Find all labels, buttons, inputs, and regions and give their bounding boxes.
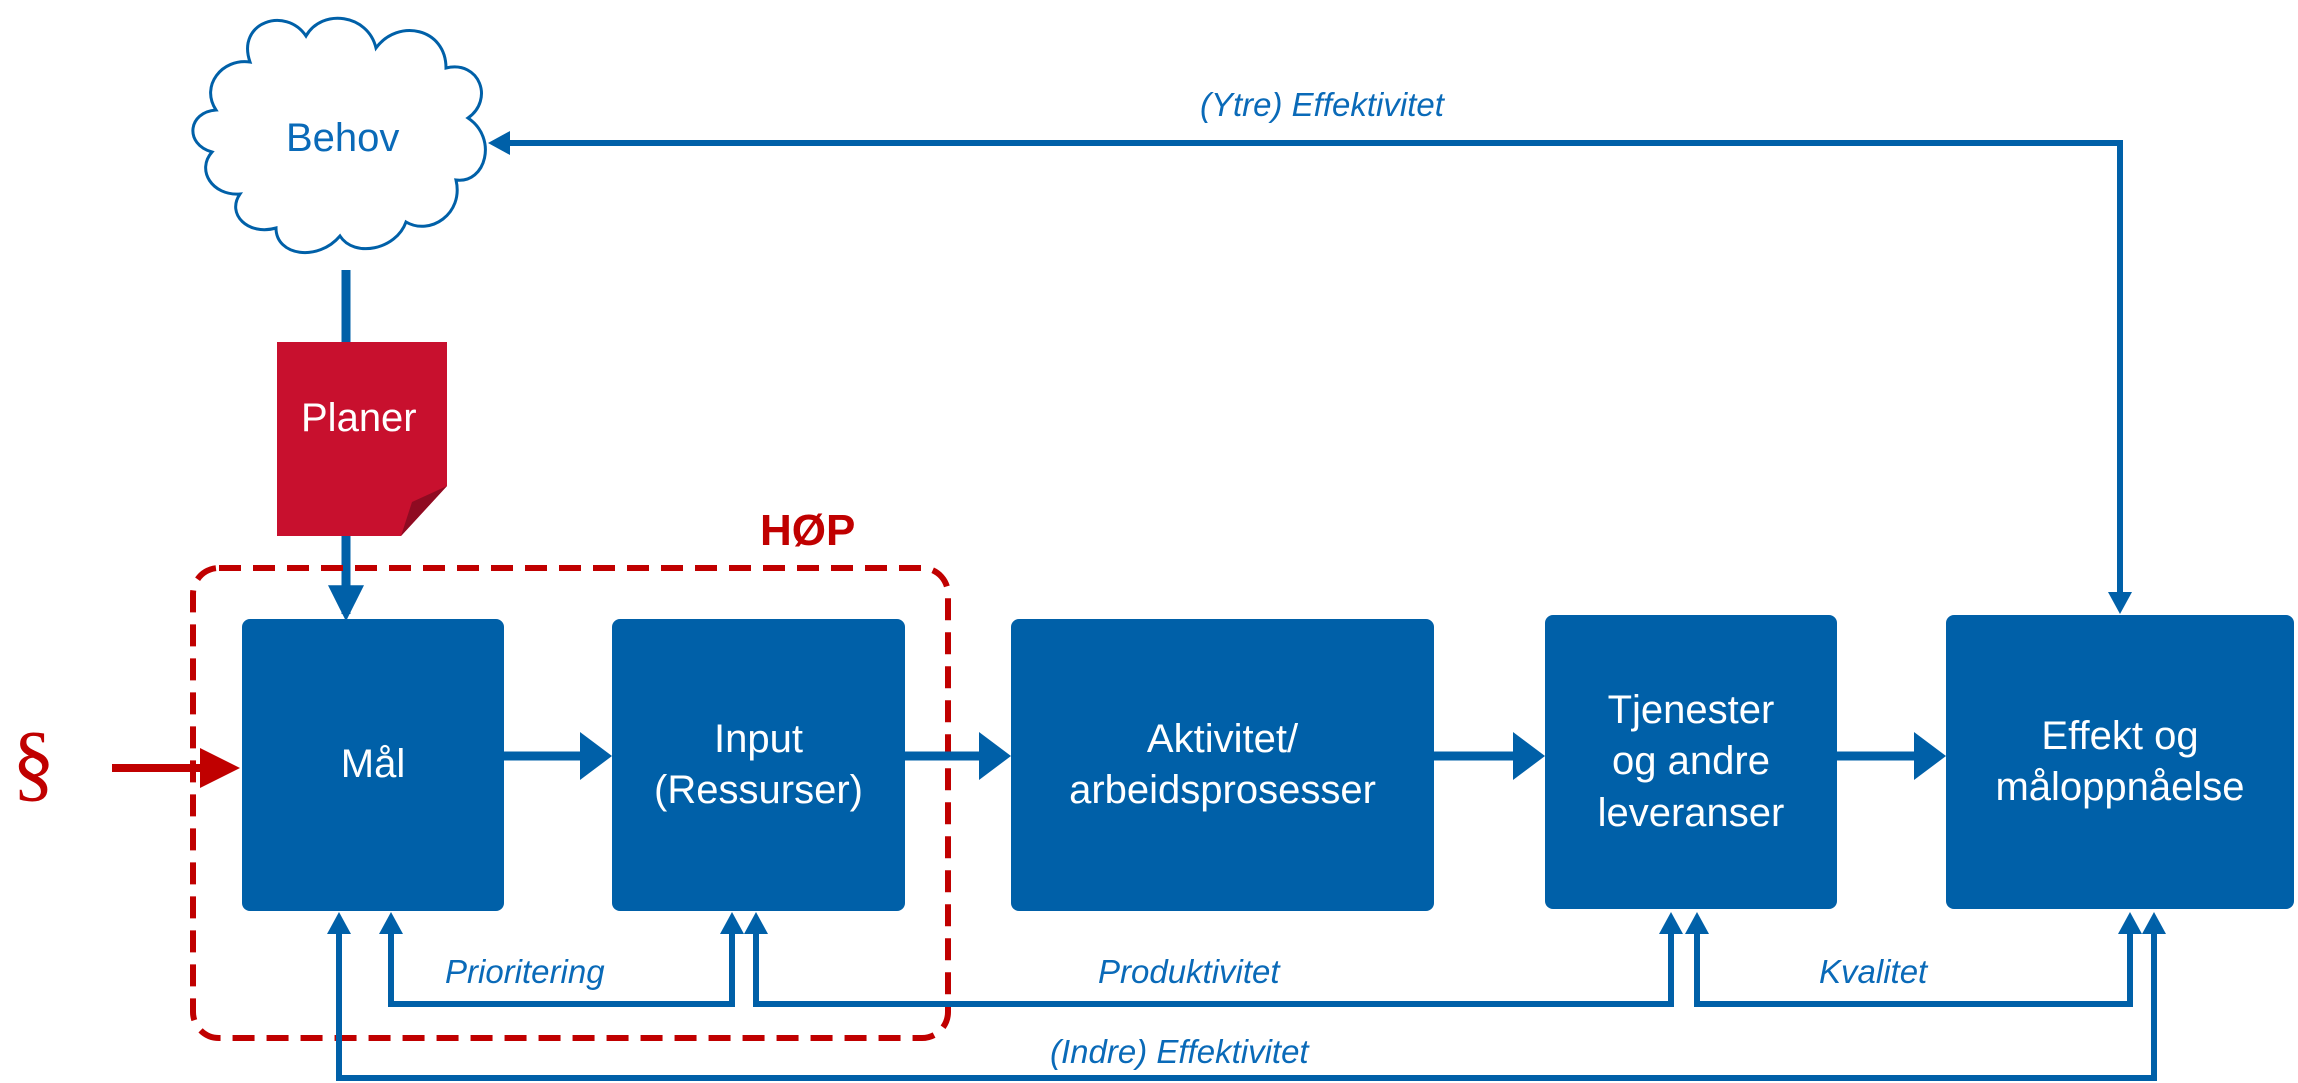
prioritering-arrowhead-input	[720, 912, 744, 934]
planer-document-fold	[401, 486, 447, 536]
mal-box-label: Mål	[340, 742, 406, 787]
mal-to-input-arrowhead	[580, 732, 612, 780]
forward-flow-arrows	[504, 732, 1946, 780]
behov-label: Behov	[286, 116, 400, 160]
behov-cloud-icon	[191, 16, 487, 255]
prioritering-arrowhead-mal	[379, 912, 403, 934]
kvalitet-label: Kvalitet	[1819, 953, 1928, 990]
ytre-to-effekt-arrowhead	[2108, 592, 2132, 614]
input-ressurser-box: Input (Ressurser)	[612, 619, 905, 911]
prioritering-label: Prioritering	[445, 953, 605, 990]
planer-document-icon	[277, 342, 447, 536]
produktivitet-arrowhead-input	[744, 912, 768, 934]
produktivitet-arrowhead-tjenester	[1659, 912, 1683, 934]
produktivitet-loop	[753, 930, 1674, 1007]
kvalitet-loop	[1694, 930, 2133, 1007]
effekt-box: Effekt og måloppnåelse	[1946, 615, 2294, 909]
aktivitet-to-tjenester-arrowhead	[1513, 732, 1545, 780]
input-ressurser-label: Input (Ressurser)	[654, 716, 863, 812]
effekt-label: Effekt og måloppnåelse	[1995, 713, 2245, 809]
law-input-arrowhead	[200, 748, 240, 788]
input-to-aktivitet-arrowhead	[979, 732, 1011, 780]
aktivitet-label: Aktivitet/ arbeidsprosesser	[1069, 716, 1376, 812]
ytre-to-behov-arrowhead	[488, 131, 510, 155]
kvalitet-arrowhead-effekt	[2118, 912, 2142, 934]
ytre-effektivitet-label: (Ytre) Effektivitet	[1200, 86, 1444, 123]
produktivitet-label: Produktivitet	[1098, 953, 1280, 990]
hop-group-label: HØP	[760, 506, 856, 555]
hop-group-boundary	[190, 565, 951, 1041]
planer-label: Planer	[301, 396, 417, 440]
indre-effektivitet-label: (Indre) Effektivitet	[1050, 1033, 1309, 1070]
tjenester-box: Tjenester og andre leveranser	[1545, 615, 1837, 909]
indre-arrowhead-effekt	[2142, 912, 2166, 934]
mal-box: Mål	[242, 619, 504, 911]
ytre-effektivitet-loop	[508, 140, 2123, 598]
law-paragraph-symbol: §	[12, 714, 55, 810]
prioritering-loop	[388, 930, 735, 1007]
tjenester-label: Tjenester og andre leveranser	[1597, 688, 1785, 835]
tjenester-to-effekt-arrowhead	[1914, 732, 1946, 780]
kvalitet-arrowhead-tjenester	[1685, 912, 1709, 934]
aktivitet-box: Aktivitet/ arbeidsprosesser	[1011, 619, 1434, 911]
indre-arrowhead-mal	[327, 912, 351, 934]
indre-effektivitet-loop	[336, 930, 2157, 1081]
